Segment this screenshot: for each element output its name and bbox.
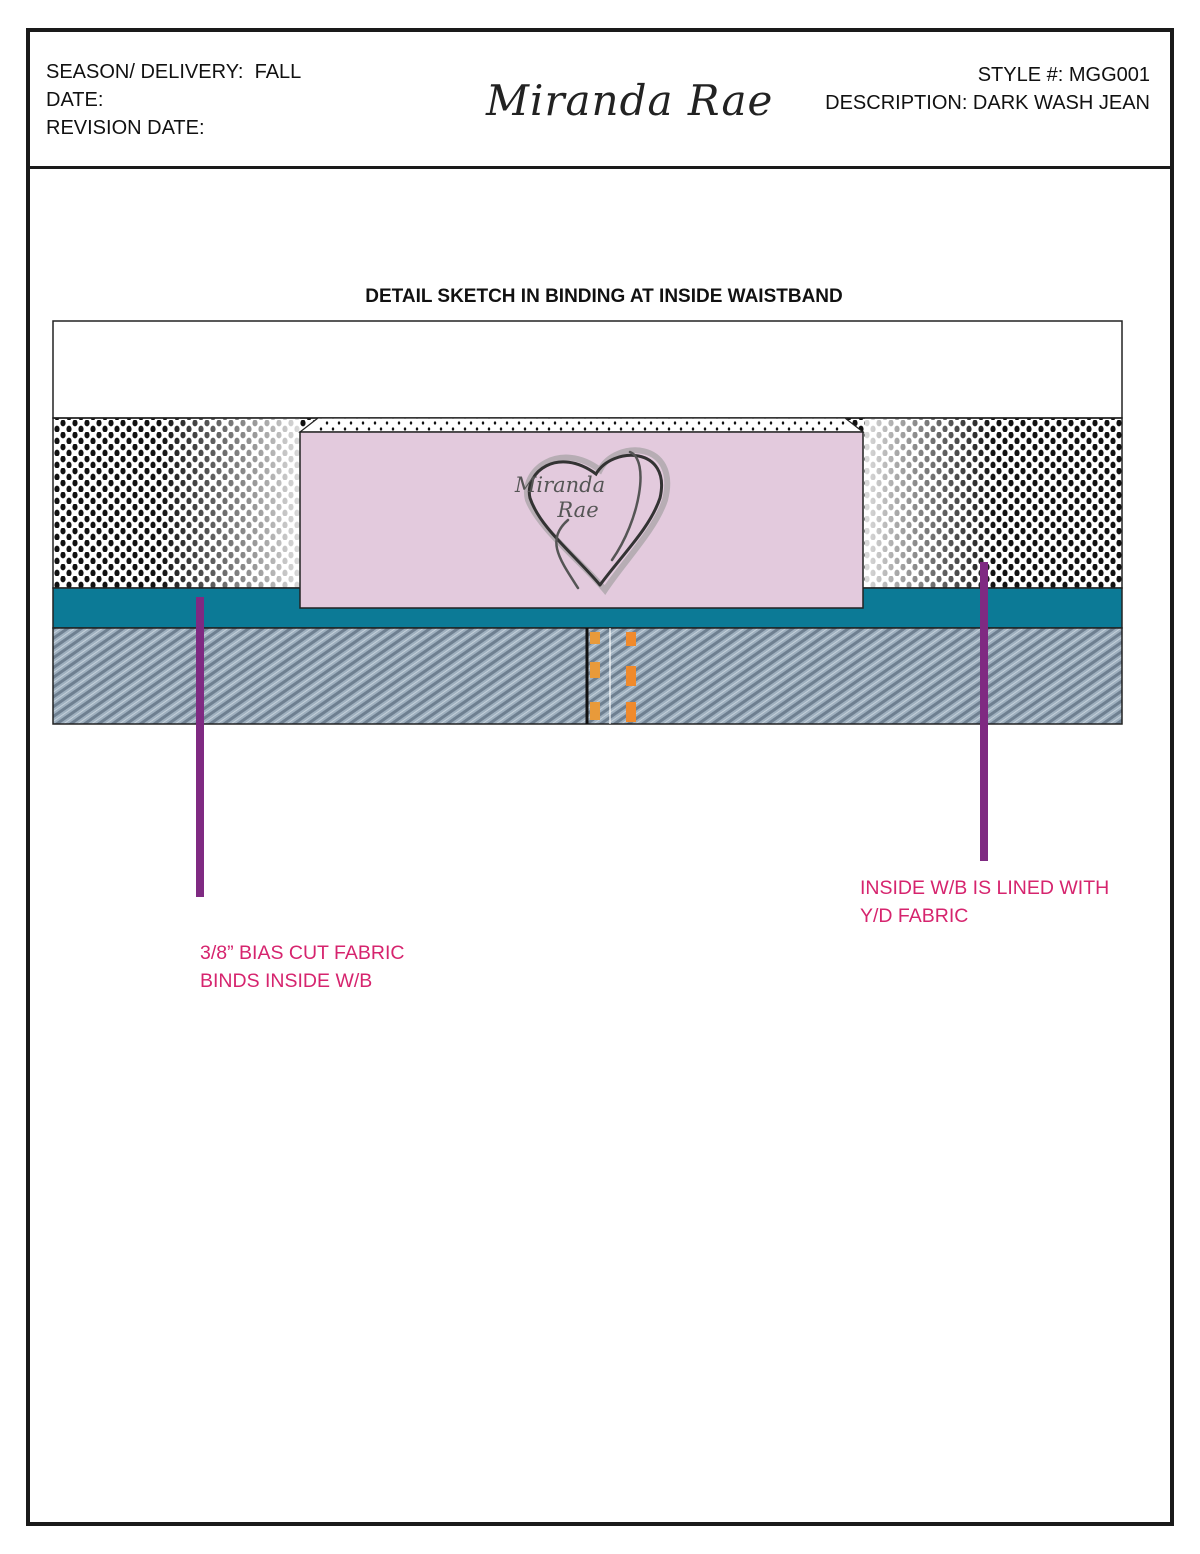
style-description: DESCRIPTION: DARK WASH JEAN [825, 92, 1150, 114]
label-brand-line2: Rae [556, 498, 598, 522]
sheet-header: SEASON/ DELIVERY: FALL DATE: REVISION DA… [30, 32, 1170, 169]
callout-lining: INSIDE W/B IS LINED WITH Y/D FABRIC [860, 874, 1109, 930]
header-left-info: SEASON/ DELIVERY: FALL DATE: REVISION DA… [46, 58, 301, 142]
label-brand-line1: Miranda [514, 473, 605, 497]
season-delivery: SEASON/ DELIVERY: FALL [46, 61, 302, 83]
callout-right-line1: INSIDE W/B IS LINED WITH [860, 877, 1110, 899]
seam-stitch-left [590, 632, 600, 720]
waistband-top-panel [52, 320, 1123, 419]
style-number: STYLE #: MGG001 [977, 64, 1150, 86]
seam-stitch-right [626, 632, 636, 722]
heart-logo-icon [523, 447, 671, 596]
revision-date-field: REVISION DATE: [46, 117, 205, 139]
spec-sheet: SEASON/ DELIVERY: FALL DATE: REVISION DA… [26, 28, 1174, 1526]
brand-logo: Miranda Rae [486, 76, 774, 125]
callout-bias-binding: 3/8” BIAS CUT FABRIC BINDS INSIDE W/B [200, 939, 404, 995]
header-right-info: STYLE #: MGG001 DESCRIPTION: DARK WASH J… [825, 61, 1150, 117]
date-field: DATE: [46, 89, 104, 111]
sketch-title: DETAIL SKETCH IN BINDING AT INSIDE WAIST… [365, 286, 843, 307]
callout-left-line1: 3/8” BIAS CUT FABRIC [200, 942, 405, 964]
callout-left-line2: BINDS INSIDE W/B [200, 970, 373, 992]
callout-right-line2: Y/D FABRIC [860, 905, 969, 927]
